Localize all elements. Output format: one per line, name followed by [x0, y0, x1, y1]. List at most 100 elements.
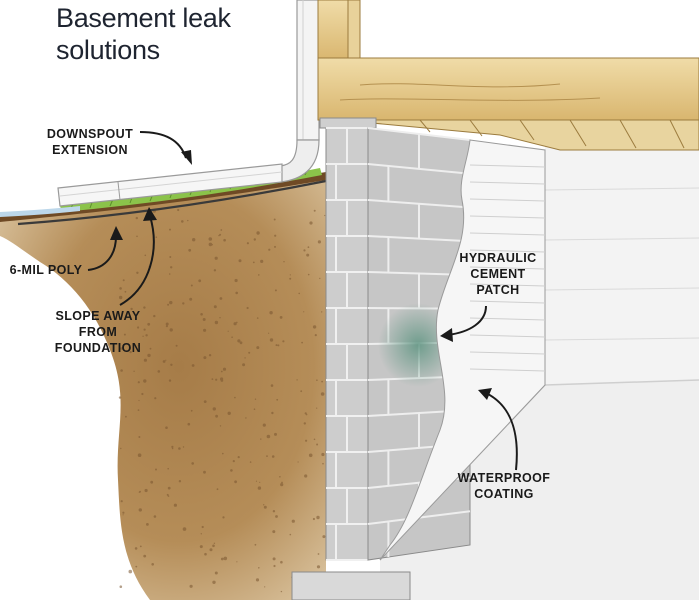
soil-speck — [137, 453, 142, 458]
soil-speck — [123, 333, 126, 336]
soil-speck — [270, 384, 274, 387]
soil-speck — [319, 277, 321, 280]
soil-speck — [189, 297, 193, 301]
soil-speck — [316, 407, 318, 409]
soil-speck — [298, 292, 301, 295]
soil-speck — [258, 567, 260, 569]
soil-speck — [203, 328, 207, 332]
soil-speck — [137, 326, 140, 329]
soil-speck — [223, 238, 226, 242]
soil-speck — [316, 565, 321, 569]
soil-speck — [124, 290, 127, 293]
soil-speck — [321, 452, 325, 457]
soil-speck — [252, 261, 255, 264]
block-course — [367, 163, 471, 175]
arrowhead-poly — [110, 226, 123, 240]
soil-speck — [260, 259, 264, 263]
brick-course — [469, 215, 546, 219]
soil-speck — [280, 483, 284, 487]
label-downspout-extension: DOWNSPOUT EXTENSION — [46, 127, 134, 157]
soil-speck — [151, 563, 154, 566]
soil-speck — [200, 313, 203, 316]
soil-speck — [219, 297, 223, 300]
soil-speck — [234, 480, 238, 484]
soil-speck — [155, 468, 157, 471]
soil-speck — [303, 422, 306, 425]
soil-speck — [120, 447, 122, 450]
soil-speck — [199, 545, 203, 549]
soil-speck — [263, 505, 267, 509]
soil-speck — [280, 560, 283, 564]
soil-speck — [198, 279, 202, 283]
soil-speck — [291, 519, 295, 523]
brick-course — [469, 300, 546, 304]
soil-speck — [249, 461, 252, 463]
soil-speck — [274, 245, 276, 248]
soil-speck — [170, 363, 173, 366]
soil-speck — [165, 426, 168, 430]
soil-speck — [262, 423, 266, 427]
soil-speck — [120, 347, 123, 350]
soil-speck — [155, 236, 158, 238]
soil-speck — [271, 455, 275, 458]
brick-course — [469, 164, 546, 168]
soil-speck — [316, 443, 319, 446]
soil-speck — [268, 332, 270, 334]
soil-speck — [260, 438, 262, 440]
label-hydraulic-cement-patch: HYDRAULIC CEMENT PATCH — [459, 251, 537, 297]
soil-speck — [170, 266, 173, 269]
soil-speck — [305, 413, 308, 416]
soil-speck — [120, 500, 123, 503]
arrowhead-downspout — [181, 150, 192, 165]
soil-speck — [154, 397, 157, 400]
soil-speck — [307, 246, 310, 249]
soil-speck — [143, 379, 147, 383]
soil-speck — [258, 274, 260, 276]
soil-speck — [219, 233, 222, 236]
soil-speck — [169, 328, 173, 332]
brick-course — [469, 249, 546, 253]
soil-speck — [218, 234, 220, 237]
soil-speck — [135, 216, 138, 220]
soil-speck — [122, 511, 125, 514]
soil-speck — [143, 306, 146, 309]
soil-speck — [216, 488, 219, 491]
soil-speck — [182, 302, 185, 305]
soil-speck — [138, 436, 141, 438]
soil-speck — [306, 253, 310, 257]
soil-speck — [213, 305, 217, 309]
soil-speck — [266, 434, 271, 439]
soil-speck — [181, 220, 184, 223]
soil-speck — [314, 334, 317, 337]
soil-speck — [153, 515, 157, 518]
soil-speck — [301, 341, 303, 344]
footing — [291, 571, 411, 600]
soil-speck — [316, 379, 318, 382]
soil-speck — [255, 578, 260, 582]
soil-speck — [137, 345, 139, 347]
soil-speck — [234, 278, 238, 283]
soil-speck — [219, 425, 222, 427]
brick-course — [469, 334, 546, 338]
soil-speck — [264, 586, 266, 588]
soil-speck — [275, 515, 278, 518]
soil-speck — [254, 543, 257, 546]
soil-speck — [304, 474, 308, 478]
soil-speck — [236, 561, 238, 563]
soil-speck — [269, 338, 274, 342]
soil-speck — [322, 535, 326, 539]
soil-speck — [120, 369, 123, 372]
soil-speck — [245, 417, 247, 419]
soil-speck — [122, 514, 124, 516]
soil-speck — [321, 311, 323, 313]
soil-speck — [324, 214, 326, 217]
soil-speck — [122, 279, 125, 282]
soil-speck — [208, 242, 213, 247]
soil-speck — [279, 316, 283, 319]
soil-speck — [246, 306, 249, 310]
soil-speck — [130, 307, 133, 311]
block-course — [367, 235, 471, 243]
soil-speck — [165, 322, 169, 326]
soil-speck — [169, 300, 173, 305]
soil-speck — [271, 411, 274, 415]
